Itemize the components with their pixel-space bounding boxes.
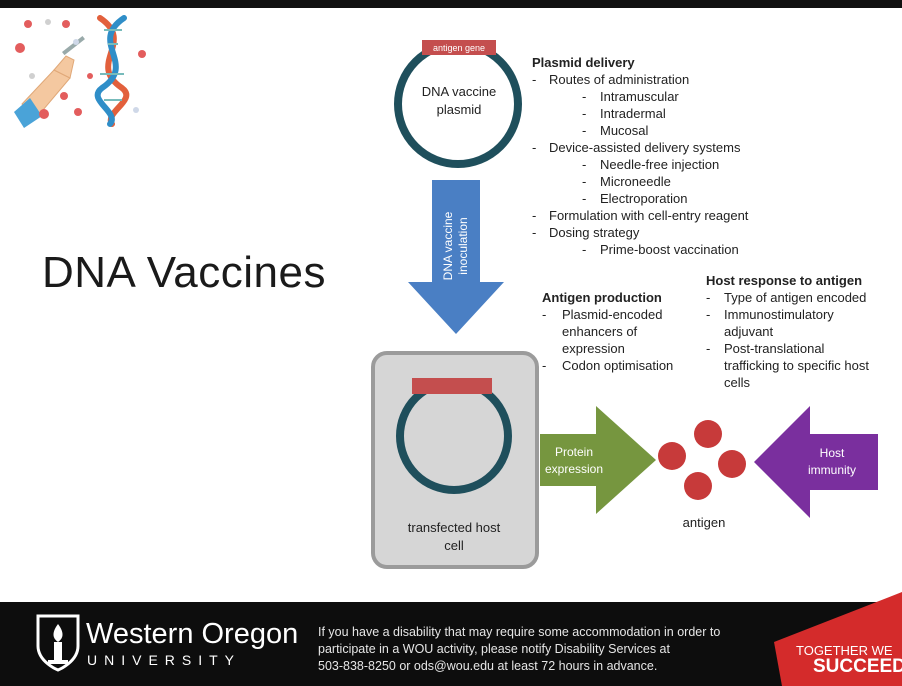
slide-title: DNA Vaccines (42, 248, 326, 297)
notice-line: participate in a WOU activity, please no… (318, 642, 670, 656)
protein-expression-arrow (540, 406, 656, 514)
inoculation-arrow (408, 180, 504, 334)
bullet-dash: - (582, 157, 587, 172)
bullet-dash: - (706, 290, 711, 305)
list-item-text: Formulation with cell-entry reagent (549, 208, 749, 223)
bullet-dash: - (542, 307, 547, 322)
decorative-dots (15, 19, 146, 119)
list-item-text: Dosing strategy (549, 225, 640, 240)
list-item-text: Codon optimisation (562, 358, 674, 373)
tagline-succeed: SUCCEED (813, 656, 902, 677)
bullet-dash: - (532, 140, 537, 155)
list-item-text: Microneedle (600, 174, 671, 189)
list-item-text: enhancers of (562, 324, 638, 339)
list-item-text: Device-assisted delivery systems (549, 140, 741, 155)
host-cell-label-line2: cell (444, 538, 464, 553)
bullet-dash: - (532, 208, 537, 223)
bullet-dash: - (582, 191, 587, 206)
cell-antigen-gene-segment (412, 378, 492, 394)
list-item-text: Immunostimulatory (724, 307, 834, 322)
bullet-dash: - (582, 174, 587, 189)
list-item-text: expression (562, 341, 625, 356)
host-response-heading: Host response to antigen (706, 273, 863, 288)
list-item-text: cells (724, 375, 751, 390)
tagline-red-shape (774, 592, 902, 686)
list-item-text: Mucosal (600, 123, 649, 138)
list-item-text: Prime-boost vaccination (600, 242, 739, 257)
notice-line: If you have a disability that may requir… (318, 625, 721, 639)
bullet-dash: - (582, 106, 587, 121)
list-item-text: adjuvant (724, 324, 774, 339)
host-immunity-line2: immunity (808, 463, 856, 477)
bullet-dash: - (582, 242, 587, 257)
inoculation-label-line1: DNA vaccine (441, 211, 455, 280)
host-cell-label-line1: transfected host (408, 520, 501, 535)
university-subtitle: UNIVERSITY (87, 652, 242, 668)
dna-helix-icon (94, 15, 130, 127)
list-item-text: Type of antigen encoded (724, 290, 867, 305)
bullet-dash: - (706, 341, 711, 356)
plasmid-label-line2: plasmid (437, 102, 482, 117)
plasmid-label-line1: DNA vaccine (422, 84, 496, 99)
list-item-text: Intradermal (600, 106, 666, 121)
university-name: Western Oregon (86, 618, 299, 650)
bullet-dash: - (532, 72, 537, 87)
antigen-production-heading: Antigen production (542, 290, 662, 305)
plasmid-diagram: antigen gene DNA vaccine plasmid DNA vac… (394, 40, 522, 334)
protein-expression-line2: expression (545, 462, 603, 476)
antigen-gene-segment (422, 40, 496, 55)
bullet-dash: - (542, 358, 547, 373)
bullet-dash: - (532, 225, 537, 240)
list-item-text: Post-translational (724, 341, 825, 356)
protein-expression-line1: Protein (555, 445, 593, 459)
antigen-particle (684, 472, 712, 500)
notice-line: 503-838-8250 or ods@wou.edu at least 72 … (318, 659, 658, 673)
antigen-particle (694, 420, 722, 448)
list-item-text: Intramuscular (600, 89, 679, 104)
inoculation-label-line2: inoculation (456, 217, 470, 274)
host-immunity-arrow (754, 406, 878, 518)
list-item-text: Needle-free injection (600, 157, 720, 172)
expression-diagram: transfected host cell Protein expression… (371, 351, 878, 569)
list-item-text: Plasmid-encoded (562, 307, 663, 322)
hand-icon (14, 35, 85, 128)
disability-notice: If you have a disability that may requir… (318, 624, 720, 675)
host-immunity-line1: Host (820, 446, 845, 460)
antigen-gene-label: antigen gene (433, 43, 485, 53)
dna-illustration (14, 15, 146, 128)
list-item-text: Electroporation (600, 191, 688, 206)
list-item-text: trafficking to specific host (724, 358, 869, 373)
tagline-together: TOGETHER WE (796, 643, 893, 658)
wou-torch-logo-icon (36, 614, 80, 672)
bullet-dash: - (706, 307, 711, 322)
antigen-particle (718, 450, 746, 478)
top-border (0, 0, 902, 8)
list-item-text: Routes of administration (549, 72, 690, 87)
bullet-dash: - (582, 89, 587, 104)
footer-bar (0, 602, 902, 686)
plasmid-delivery-heading: Plasmid delivery (532, 55, 635, 70)
antigen-particle (658, 442, 686, 470)
antigen-label: antigen (683, 515, 726, 530)
bullet-dash: - (582, 123, 587, 138)
